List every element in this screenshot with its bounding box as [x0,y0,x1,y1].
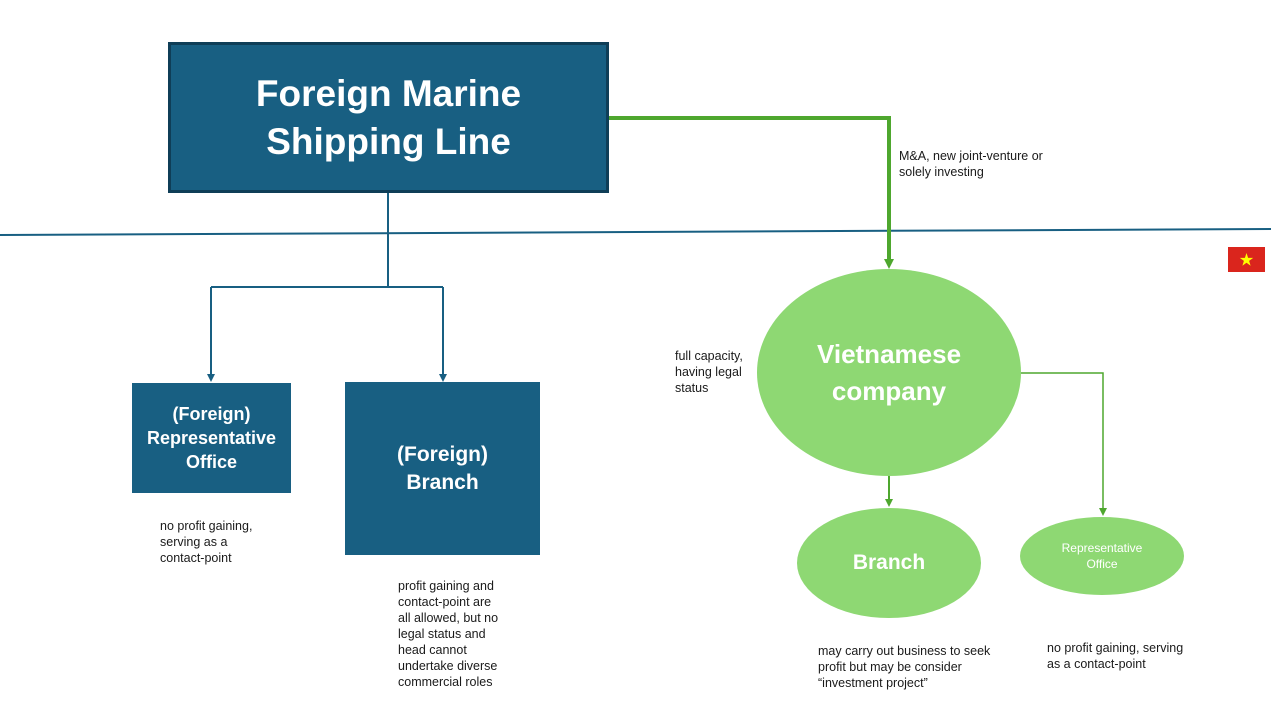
arrow-to-vietnamese-company [609,116,894,269]
note-vn-rep-office: no profit gaining, serving as a contact-… [1047,641,1184,671]
flag-star-icon [1239,253,1254,266]
note-investment-route: M&A, new joint-venture or solely investi… [899,149,1043,179]
foreign-rep-office-label: (Foreign) Representative Office [146,404,277,472]
note-foreign-rep-office: no profit gaining, serving as a contact-… [160,519,253,565]
arrow-to-vn-rep-office [1021,372,1107,516]
foreign-shipping-line-label: Foreign Marine Shipping Line [255,72,522,162]
vietnamese-company-label: Vietnamese company [816,338,962,406]
foreign-branch-label: (Foreign) Branch [397,442,488,494]
vietnam-flag-icon [1228,247,1265,272]
foreign-shipping-line-box: Foreign Marine Shipping Line [168,42,609,193]
border-line [0,228,1271,236]
vietnamese-company-oval: Vietnamese company [757,269,1021,476]
vn-rep-office-oval: Representative Office [1020,517,1184,595]
note-vn-branch: may carry out business to seek profit bu… [818,644,991,690]
note-foreign-branch: profit gaining and contact-point are all… [398,579,499,689]
connector-foreign-offices [211,193,443,288]
vn-branch-oval: Branch [797,508,981,618]
foreign-rep-office-box: (Foreign) Representative Office [132,383,291,493]
vn-branch-label: Branch [852,551,926,574]
vn-rep-office-label: Representative Office [1061,541,1143,571]
foreign-branch-box: (Foreign) Branch [345,382,540,555]
note-vietnamese-company: full capacity, having legal status [675,349,743,395]
